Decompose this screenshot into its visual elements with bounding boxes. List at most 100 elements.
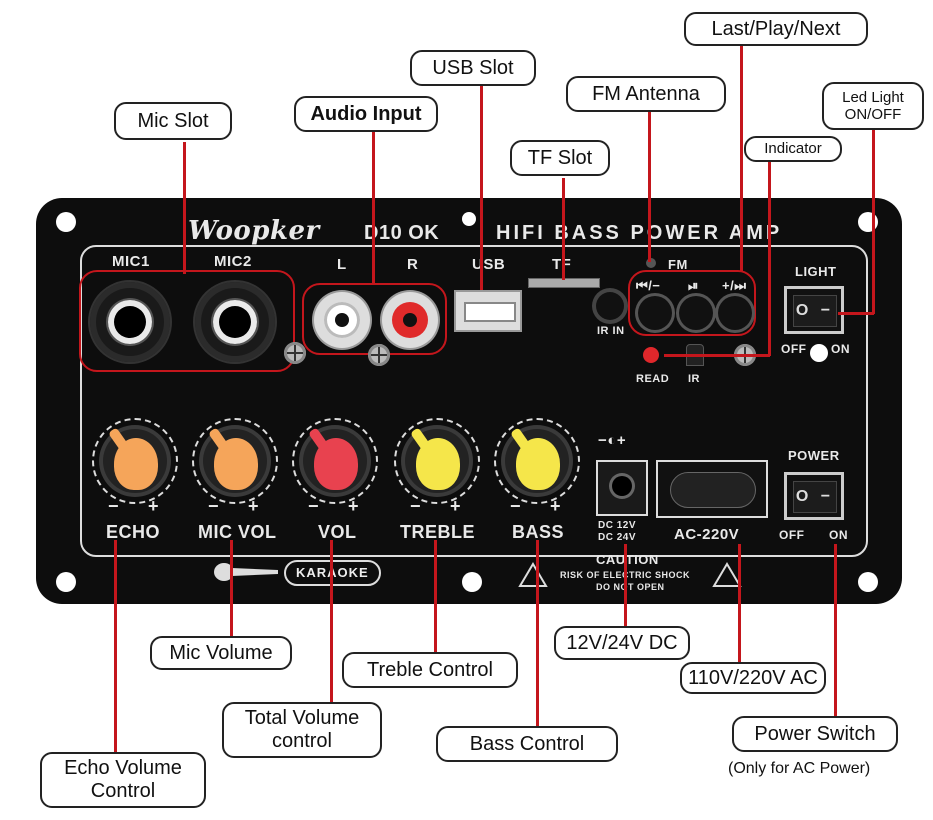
prev-label: ⏮/−	[636, 278, 661, 293]
knob-dial-ring	[394, 418, 480, 504]
mount-hole	[462, 572, 482, 592]
dc-rating-1: DC 12V	[598, 520, 637, 531]
knob-minus-label: −	[510, 496, 522, 516]
knob-minus-label: −	[308, 496, 320, 516]
leader-line	[536, 540, 539, 726]
callout-usb-slot: USB Slot	[410, 50, 536, 86]
leader-line	[330, 540, 333, 702]
knob-minus-label: −	[108, 496, 120, 516]
rca-left-jack[interactable]	[314, 292, 370, 348]
callout-fm-antenna: FM Antenna	[566, 76, 726, 112]
usb-label: USB	[472, 256, 506, 273]
callout-tf-slot: TF Slot	[510, 140, 610, 176]
product-label: HIFI BASS POWER AMP	[496, 222, 783, 244]
dc-jack-hole	[612, 476, 632, 496]
leader-line	[183, 142, 186, 274]
rca-right-jack[interactable]	[382, 292, 438, 348]
indicator-led	[643, 347, 659, 363]
callout-last-play-next: Last/Play/Next	[684, 12, 868, 46]
callout-indicator: Indicator	[744, 136, 842, 162]
power-label: POWER	[788, 448, 840, 463]
dc-jack[interactable]	[596, 460, 648, 516]
power-switch[interactable]: O −	[784, 472, 844, 520]
mount-hole	[56, 572, 76, 592]
callout-total-volume: Total Volume control	[222, 702, 382, 758]
knob-plus-label: +	[550, 496, 562, 516]
play-label: ⏯	[688, 278, 699, 293]
mic1-jack[interactable]	[90, 282, 170, 362]
mount-hole	[462, 212, 476, 226]
warning-triangle-icon	[712, 562, 742, 587]
next-button[interactable]	[718, 296, 752, 330]
light-label: LIGHT	[795, 264, 837, 279]
brand-logo: Woopker	[188, 216, 320, 246]
prev-button[interactable]	[638, 296, 672, 330]
board-inner-border	[80, 245, 868, 557]
light-led	[810, 344, 828, 362]
fm-antenna-wire	[646, 258, 656, 268]
light-switch[interactable]: O −	[784, 286, 844, 334]
leader-line	[480, 86, 483, 290]
dc-rating-2: DC 24V	[598, 532, 637, 543]
power-on-label: ON	[829, 528, 848, 542]
rca-pin	[335, 313, 349, 327]
warning-triangle-icon	[518, 562, 548, 587]
usb-port-insert	[464, 302, 516, 322]
tf-label: TF	[552, 256, 571, 273]
knob-plus-label: +	[450, 496, 462, 516]
screw	[368, 344, 390, 366]
ir-in-jack[interactable]	[596, 292, 624, 320]
amplifier-board	[36, 198, 902, 604]
knob-label: VOL	[318, 522, 357, 542]
knob-plus-label: +	[348, 496, 360, 516]
knob-label: MIC VOL	[198, 522, 277, 542]
callout-echo-volume: Echo Volume Control	[40, 752, 206, 808]
leader-line	[624, 544, 627, 626]
playback-buttons-highlight	[628, 270, 756, 336]
leader-line	[740, 46, 743, 272]
mic-slot-highlight	[79, 270, 295, 372]
callout-power-switch: Power Switch	[732, 716, 898, 752]
callout-mic-slot: Mic Slot	[114, 102, 232, 140]
leader-line	[230, 540, 233, 638]
power-off-label: OFF	[779, 528, 805, 542]
callout-bass-control: Bass Control	[436, 726, 618, 762]
leader-line	[114, 540, 117, 752]
knob-dial-ring	[292, 418, 378, 504]
ac-socket[interactable]	[656, 460, 768, 518]
callout-led-light: Led Light ON/OFF	[822, 82, 924, 130]
read-label: READ	[636, 373, 670, 385]
play-pause-button[interactable]	[679, 296, 713, 330]
screw	[284, 342, 306, 364]
mount-hole	[858, 572, 878, 592]
mic2-jack[interactable]	[195, 282, 275, 362]
ir-label: IR	[688, 373, 700, 385]
mic1-label: MIC1	[112, 253, 150, 270]
knob-plus-label: +	[148, 496, 160, 516]
callout-mic-volume: Mic Volume	[150, 636, 292, 670]
ir-in-label: IR IN	[597, 325, 625, 337]
leader-line	[838, 312, 874, 315]
model-label: D10 OK	[364, 222, 440, 244]
caution-line-2: DO NOT OPEN	[596, 582, 665, 592]
leader-line	[664, 354, 770, 357]
knob-minus-label: −	[208, 496, 220, 516]
knob-plus-label: +	[248, 496, 260, 516]
ac-socket-insert	[670, 472, 756, 508]
microphone-icon	[214, 563, 278, 581]
right-channel-label: R	[407, 256, 419, 273]
ac-rating-label: AC-220V	[674, 526, 740, 543]
leader-line	[562, 178, 565, 280]
power-switch-rocker: O −	[793, 481, 837, 513]
leader-line	[738, 544, 741, 664]
knob-label: BASS	[512, 522, 565, 542]
callout-audio-input: Audio Input	[294, 96, 438, 132]
knob-dial-ring	[494, 418, 580, 504]
leader-line	[372, 130, 375, 284]
caution-title: CAUTION	[596, 552, 659, 567]
mount-hole	[858, 212, 878, 232]
usb-port[interactable]	[454, 290, 522, 332]
mount-hole	[56, 212, 76, 232]
leader-line	[648, 110, 651, 262]
dc-polarity-symbol: −◐+	[598, 432, 627, 449]
